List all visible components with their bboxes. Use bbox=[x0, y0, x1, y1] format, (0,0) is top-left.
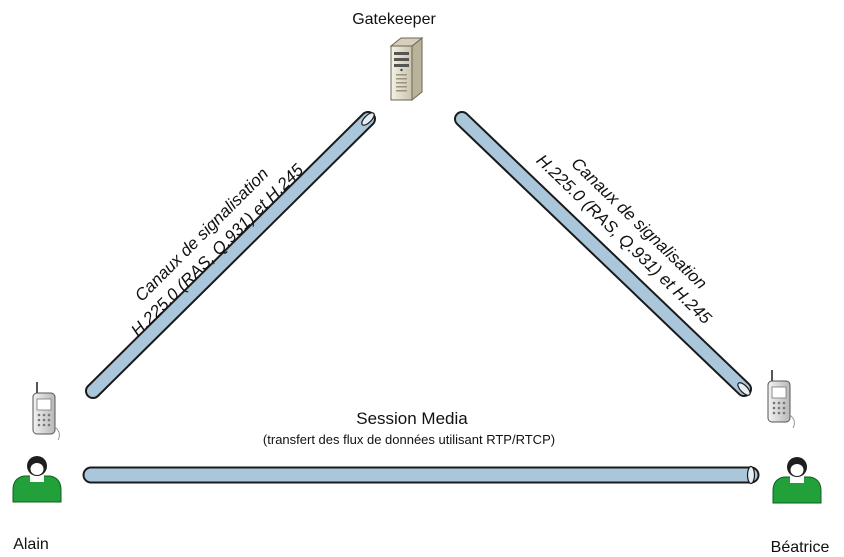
signaling-pipe-left bbox=[85, 111, 376, 399]
mobile-phone-icon bbox=[767, 370, 795, 429]
left-signaling-line2: H.225.0 (RAS, Q.931) et H.245 bbox=[127, 160, 307, 340]
right-signaling-line2: H.225.0 (RAS, Q.931) et H.245 bbox=[533, 151, 716, 328]
right-signaling-line1: Canaux de signalisation bbox=[568, 154, 711, 293]
person-icon bbox=[772, 457, 822, 504]
beatrice-node: Béatrice bbox=[767, 370, 830, 556]
server-tower-icon bbox=[389, 36, 424, 102]
right-signaling-label: Canaux de signalisation H.225.0 (RAS, Q.… bbox=[533, 151, 716, 328]
media-pipe bbox=[82, 465, 760, 485]
media-session-subtitle: (transfert des flux de données utilisant… bbox=[263, 432, 555, 447]
person-icon bbox=[12, 456, 62, 503]
signaling-pipe-right bbox=[454, 111, 752, 397]
gatekeeper-label: Gatekeeper bbox=[352, 11, 436, 28]
media-session-title: Session Media bbox=[356, 409, 468, 428]
gatekeeper-node: Gatekeeper bbox=[352, 11, 436, 102]
left-signaling-label: Canaux de signalisation H.225.0 (RAS, Q.… bbox=[127, 160, 307, 340]
alain-label: Alain bbox=[13, 536, 49, 553]
mobile-phone-icon bbox=[32, 382, 60, 441]
alain-node: Alain bbox=[12, 382, 62, 553]
beatrice-label: Béatrice bbox=[771, 539, 830, 556]
